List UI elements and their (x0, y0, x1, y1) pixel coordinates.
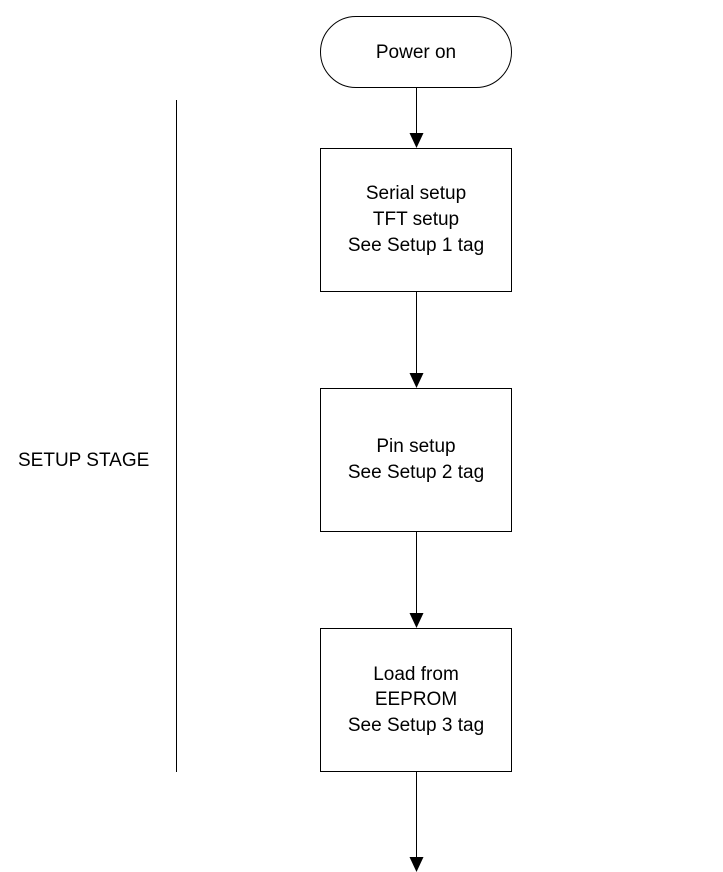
arrowhead-icon (409, 857, 424, 872)
process-box-serial-setup: Serial setup TFT setup See Setup 1 tag (320, 148, 512, 292)
process-box-line-3: See Setup 1 tag (348, 235, 484, 256)
process-box-shape (320, 148, 512, 292)
arrowhead-icon (409, 613, 424, 628)
process-box-line-2: TFT setup (373, 209, 459, 230)
process-box-load-eeprom: Load from EEPROM See Setup 3 tag (320, 628, 512, 772)
connector-step-1-to-step-2 (409, 292, 424, 388)
process-box-line-2: EEPROM (375, 689, 457, 710)
start-terminator: Power on (320, 16, 512, 88)
terminator-label: Power on (376, 42, 456, 63)
terminator-shape (320, 16, 512, 88)
connector-start-to-step-1 (409, 88, 424, 148)
connector-step-2-to-step-3 (409, 532, 424, 628)
stage-label: SETUP STAGE (18, 450, 149, 471)
process-box-shape (320, 388, 512, 532)
arrowhead-icon (409, 133, 424, 148)
setup-stage-bracket: SETUP STAGE (18, 100, 177, 772)
process-box-line-1: Serial setup (366, 183, 466, 204)
process-box-pin-setup: Pin setup See Setup 2 tag (320, 388, 512, 532)
connector-step-3-continues (409, 772, 424, 872)
process-box-line-2: See Setup 2 tag (348, 462, 484, 483)
process-box-shape (320, 628, 512, 772)
arrowhead-icon (409, 373, 424, 388)
process-box-line-1: Pin setup (376, 436, 455, 457)
process-box-line-1: Load from (373, 664, 459, 685)
process-box-line-3: See Setup 3 tag (348, 715, 484, 736)
